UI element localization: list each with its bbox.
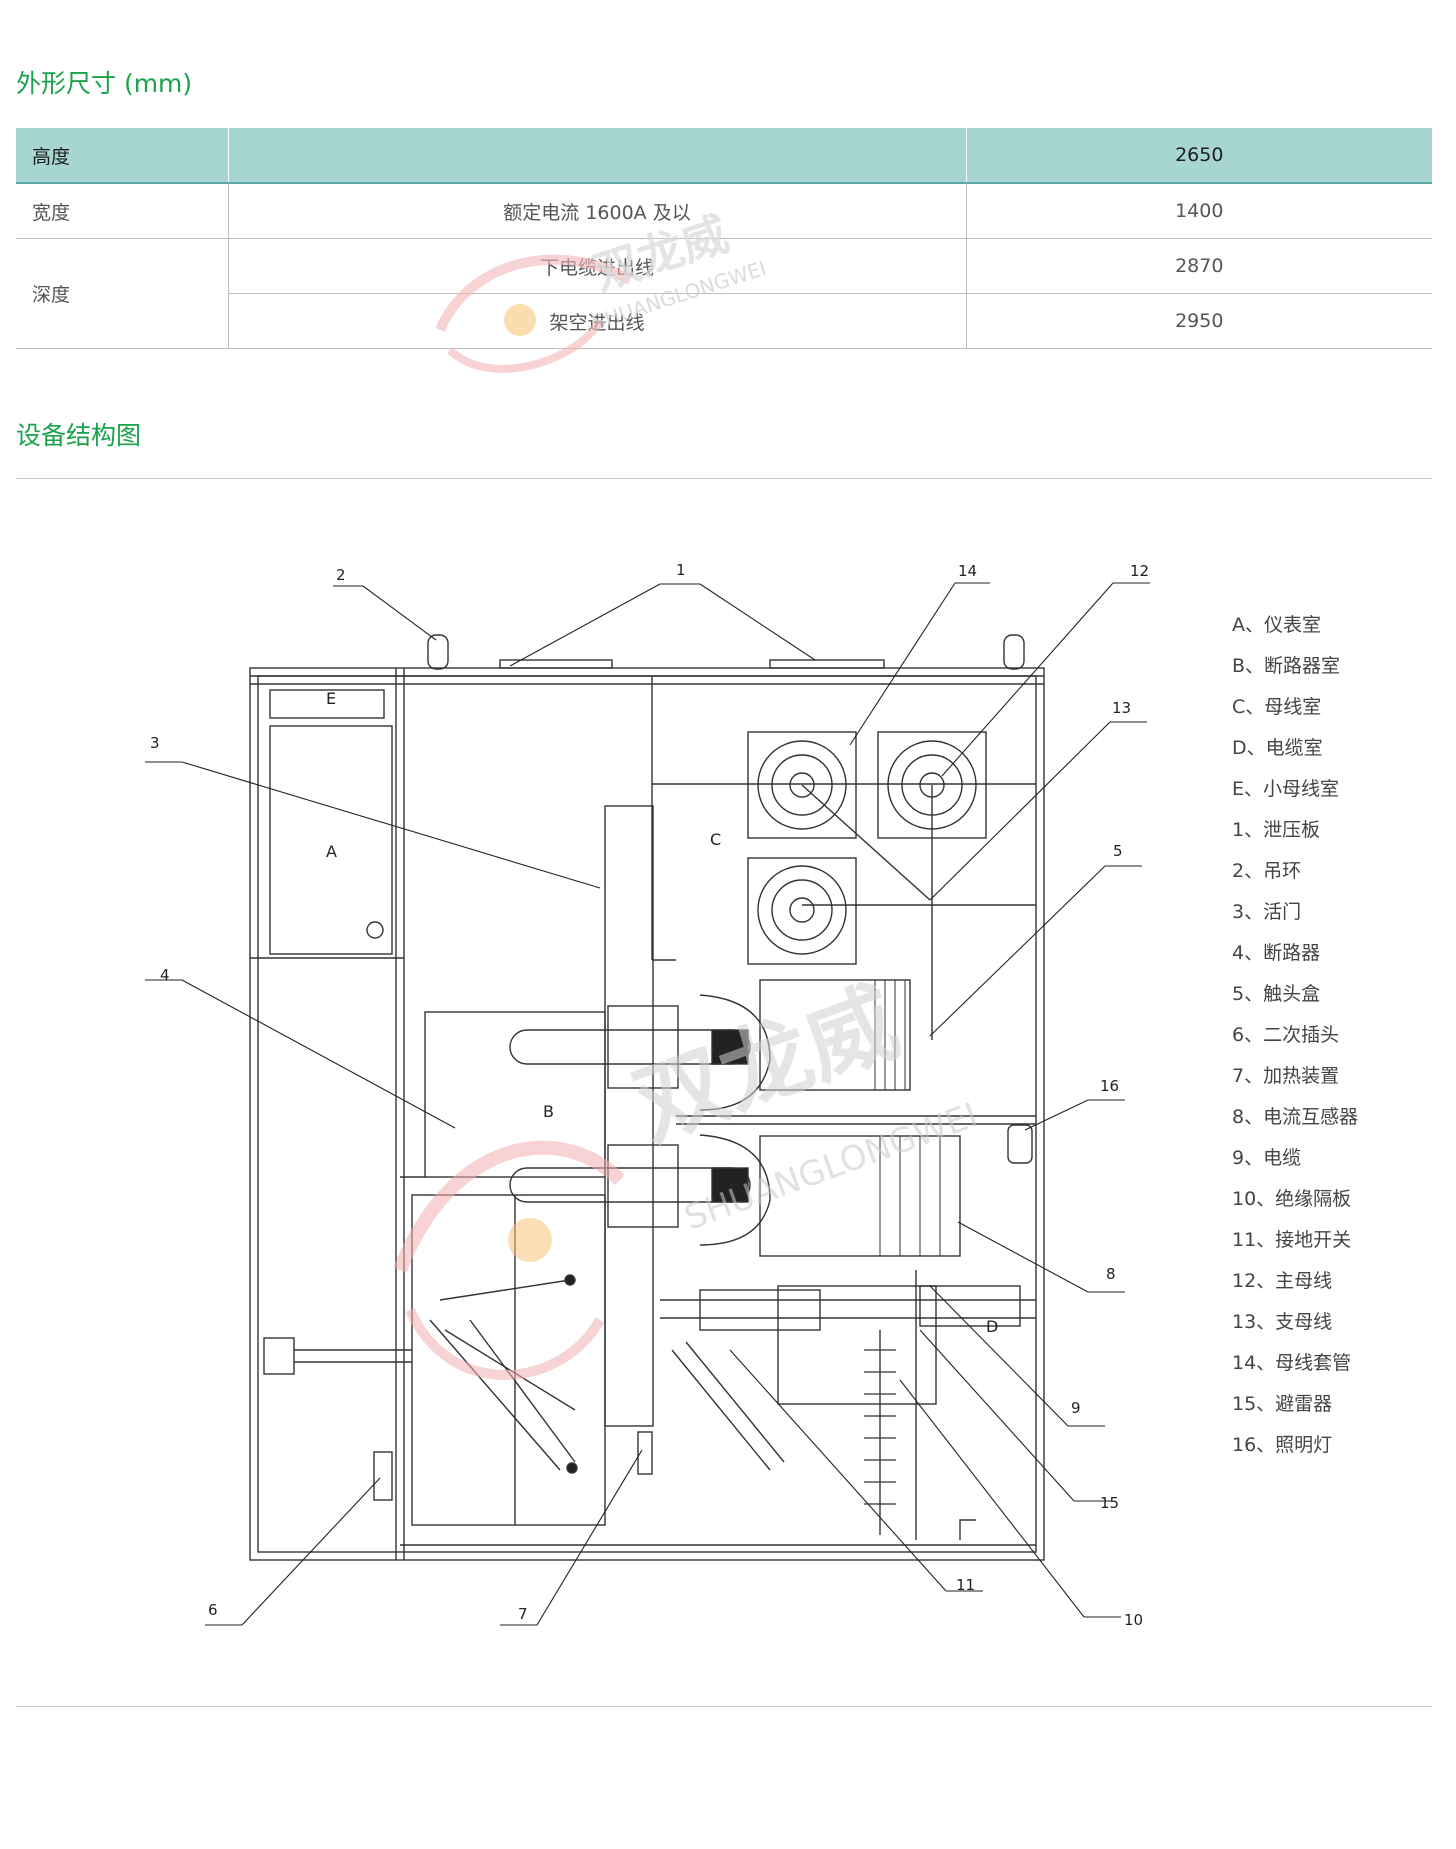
legend-item: D、电缆室: [1232, 737, 1323, 759]
legend-item: 12、主母线: [1232, 1270, 1333, 1292]
height-value: 2650: [966, 128, 1432, 184]
zone-d-label: D: [986, 1317, 998, 1336]
table-row: 宽度 额定电流 1600A 及以 1400: [16, 183, 1432, 239]
depth-label: 深度: [16, 238, 229, 349]
callout-number: 16: [1100, 1077, 1119, 1095]
callout-number: 3: [150, 734, 160, 752]
legend-item: 5、触头盒: [1232, 983, 1321, 1005]
legend-item: 15、避雷器: [1232, 1393, 1333, 1415]
legend-item: E、小母线室: [1232, 778, 1340, 800]
width-note: 额定电流 1600A 及以: [228, 183, 967, 239]
legend-item: 13、支母线: [1232, 1311, 1333, 1333]
zone-c-label: C: [710, 830, 721, 849]
callout-number: 7: [518, 1605, 528, 1623]
callout-number: 13: [1112, 699, 1131, 717]
zone-b-label: B: [543, 1102, 554, 1121]
zone-a-label: A: [326, 842, 337, 861]
dimensions-table: 高度 2650 宽度 额定电流 1600A 及以 1400 深度 下电缆进出线 …: [16, 128, 1432, 349]
legend-item: 8、电流互感器: [1232, 1106, 1359, 1128]
width-label: 宽度: [16, 183, 229, 239]
dimensions-heading: 外形尺寸 (mm): [16, 69, 193, 98]
callout-number: 1: [676, 561, 686, 579]
legend-item: 2、吊环: [1232, 860, 1302, 882]
width-value: 1400: [966, 183, 1432, 239]
height-label: 高度: [16, 128, 229, 184]
legend-item: 14、母线套管: [1232, 1352, 1352, 1374]
legend: A、仪表室 B、断路器室 C、母线室 D、电缆室 E、小母线室 1、泄压板 2、…: [1232, 605, 1358, 1466]
legend-item: 10、绝缘隔板: [1232, 1188, 1352, 1210]
divider: [16, 1706, 1432, 1707]
divider: [16, 478, 1432, 479]
legend-item: 6、二次插头: [1232, 1024, 1340, 1046]
callout-number: 4: [160, 966, 170, 984]
legend-item: 4、断路器: [1232, 942, 1321, 964]
callout-number: 5: [1113, 842, 1123, 860]
callout-number: 6: [208, 1601, 218, 1619]
legend-item: 16、照明灯: [1232, 1434, 1333, 1456]
callout-number: 2: [336, 566, 346, 584]
legend-item: 1、泄压板: [1232, 819, 1321, 841]
depth-cable-value: 2870: [966, 238, 1432, 294]
legend-item: C、母线室: [1232, 696, 1322, 718]
callout-number: 10: [1124, 1611, 1143, 1629]
table-header-row: 高度 2650: [16, 128, 1432, 184]
legend-item: B、断路器室: [1232, 655, 1341, 677]
callout-number: 14: [958, 562, 977, 580]
structure-heading: 设备结构图: [16, 421, 142, 450]
zone-e-label: E: [326, 689, 336, 708]
legend-item: 3、活门: [1232, 901, 1302, 923]
callout-number: 11: [956, 1576, 975, 1594]
legend-item: A、仪表室: [1232, 614, 1321, 636]
callout-number: 15: [1100, 1494, 1119, 1512]
callout-number: 12: [1130, 562, 1149, 580]
legend-item: 9、电缆: [1232, 1147, 1302, 1169]
callout-number: 8: [1106, 1265, 1116, 1283]
height-note: [228, 128, 967, 184]
legend-item: 11、接地开关: [1232, 1229, 1352, 1251]
legend-item: 7、加热装置: [1232, 1065, 1340, 1087]
callout-number: 9: [1071, 1399, 1081, 1417]
depth-overhead-value: 2950: [966, 293, 1432, 349]
